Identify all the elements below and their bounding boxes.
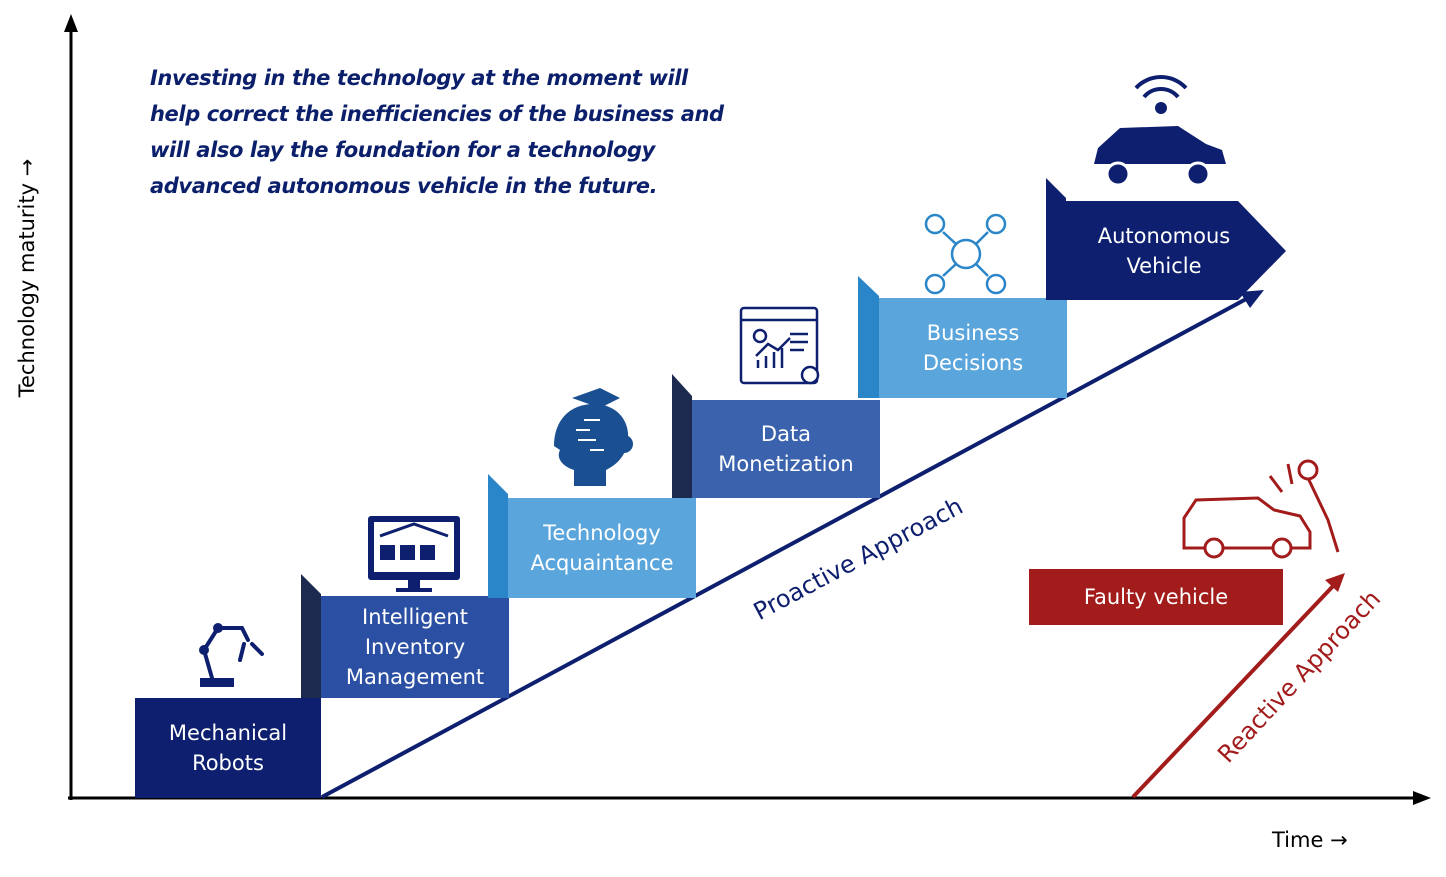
proactive-arrow — [321, 290, 1264, 799]
analytics-dashboard-icon — [739, 306, 820, 385]
y-axis — [64, 14, 78, 800]
connected-car-icon — [1094, 75, 1226, 187]
faulty-vehicle-label: Faulty vehicle — [1083, 585, 1229, 609]
money-network-icon — [924, 213, 1007, 295]
quote-line: will also lay the foundation for a techn… — [150, 138, 655, 162]
crashed-car-icon — [1182, 459, 1340, 559]
step-mechanical-robots — [135, 698, 321, 798]
intro-quote: Investing in the technology at the momen… — [150, 60, 750, 204]
faulty-vehicle-box — [1029, 569, 1283, 625]
y-axis-label: Technology maturity → — [15, 159, 39, 399]
quote-line: advanced autonomous vehicle in the futur… — [150, 174, 658, 198]
proactive-approach-label: Proactive Approach — [749, 492, 968, 626]
step-autonomous-vehicle — [1046, 178, 1286, 300]
step-technology-acquaintance — [488, 474, 696, 598]
step-data-monetization — [672, 374, 880, 498]
step-intelligent-inventory — [301, 574, 509, 698]
ai-head-icon — [554, 388, 633, 486]
quote-line: help correct the inefficiencies of the b… — [150, 102, 724, 126]
step-business-decisions — [858, 276, 1067, 398]
robot-arm-icon — [199, 623, 264, 687]
x-axis-label: Time → — [1272, 828, 1348, 852]
reactive-arrow — [1131, 573, 1345, 799]
quote-line: Investing in the technology at the momen… — [150, 66, 688, 90]
warehouse-monitor-icon — [368, 516, 460, 592]
